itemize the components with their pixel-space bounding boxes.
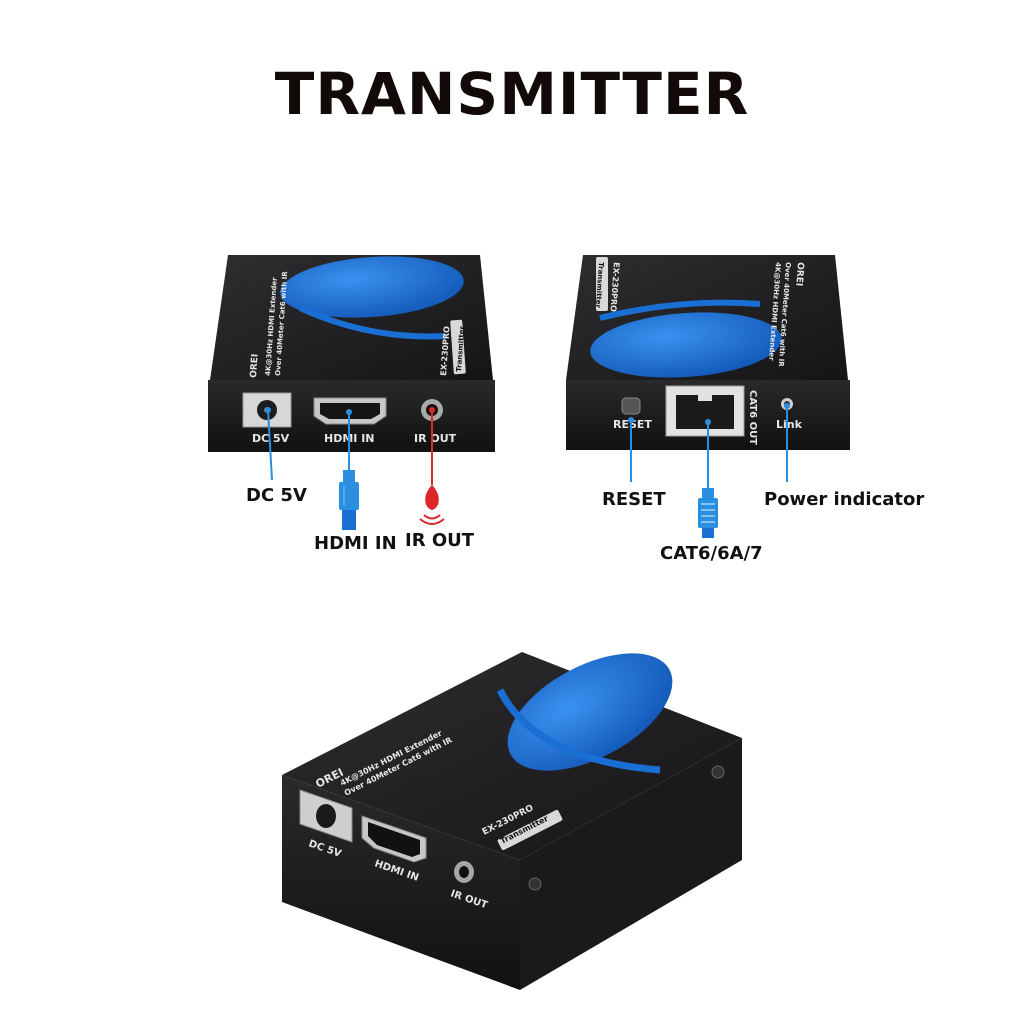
rear-brand-logo: OREI (793, 262, 805, 287)
hdmi-cable-icon (339, 470, 359, 530)
reset-button (621, 397, 641, 415)
iso-screw-bottom (528, 877, 542, 891)
iso-badge-box (497, 809, 563, 851)
callout-ir-out: IR OUT (405, 530, 475, 551)
front-model: EX-230PRO (439, 326, 451, 377)
front-blue-swoosh (280, 256, 464, 318)
rear-port-label-reset: RESET (613, 418, 652, 431)
rear-badge-box (596, 257, 608, 311)
ethernet-cable-icon (698, 488, 718, 538)
ir-emitter-icon (419, 485, 445, 525)
callout-power-indicator: Power indicator (764, 489, 925, 510)
rear-callouts (628, 403, 790, 538)
rear-blue-swoosh (590, 312, 782, 378)
front-callouts (265, 407, 445, 530)
front-badge-text: Transmitter (455, 325, 466, 372)
rj45-latch (698, 395, 712, 401)
front-port-label-ir: IR OUT (414, 432, 457, 445)
rear-view-device: Transmitter EX-230PRO 4K@30Hz HDMI Exten… (566, 255, 850, 450)
iso-ir-jack (459, 866, 469, 878)
iso-hdmi-port-inner (368, 822, 420, 857)
front-brand-logo: OREI (249, 353, 261, 378)
iso-screw-top (711, 765, 725, 779)
iso-dc-jack (316, 804, 336, 828)
rear-port-label-link: Link (776, 418, 803, 431)
rear-badge-text: Transmitter (594, 262, 605, 309)
callout-hdmi-in: HDMI IN (314, 533, 397, 554)
callout-dc-5v: DC 5V (246, 485, 307, 506)
iso-view-device: OREI 4K@30Hz HDMI Extender Over 40Meter … (282, 652, 742, 990)
page-title: TRANSMITTER (274, 60, 750, 128)
iso-side-face (520, 738, 742, 990)
rear-port-label-cat6: CAT6 OUT (747, 390, 758, 445)
rear-blue-arc (599, 299, 761, 321)
iso-blue-arc (496, 688, 661, 774)
callout-reset: RESET (602, 489, 666, 510)
front-blue-arc (298, 305, 446, 340)
dc-callout-line (267, 409, 273, 481)
front-badge-box (450, 319, 466, 375)
front-port-label-dc: DC 5V (252, 432, 290, 445)
rear-model: EX-230PRO (609, 262, 621, 313)
callout-cat6: CAT6/6A/7 (660, 543, 763, 564)
front-view-device: OREI 4K@30Hz HDMI Extender Over 40Meter … (208, 255, 495, 452)
